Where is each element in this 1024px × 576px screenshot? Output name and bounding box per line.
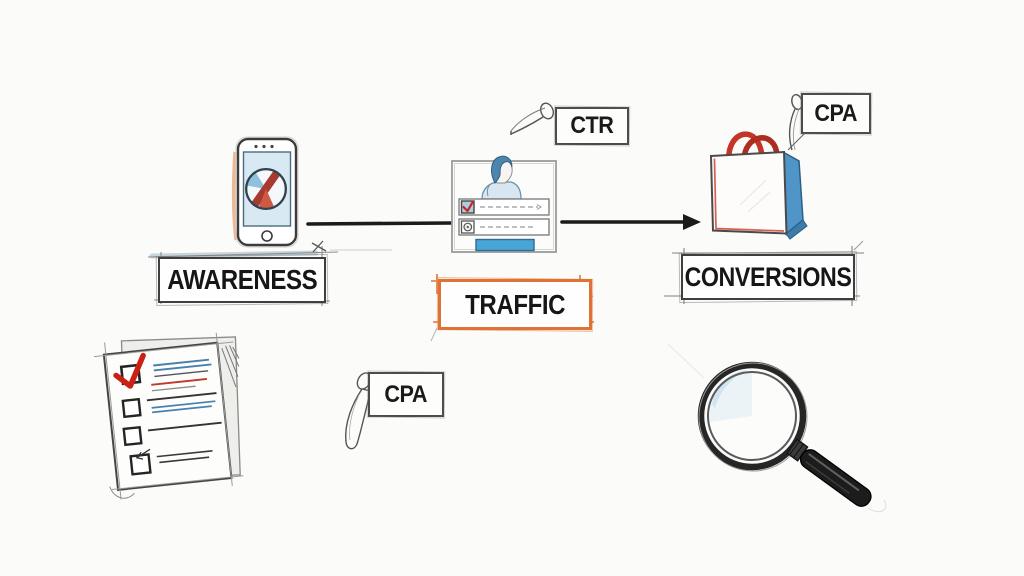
metric-tag-ctr: CTR (555, 107, 629, 145)
traffic-text: TRAFFIC (464, 288, 565, 320)
shopping-bag-icon (709, 131, 808, 240)
person-icon (481, 155, 522, 200)
conversions-text: CONVERSIONS (684, 261, 852, 292)
signup-form-icon (451, 155, 557, 253)
red-checkmark-icon (113, 352, 146, 389)
submit-button-icon (475, 238, 535, 252)
ctr-tag-string (510, 102, 555, 135)
awareness-text: AWARENESS (166, 264, 318, 295)
smartphone-icon (231, 136, 299, 248)
magnifying-glass-icon (667, 343, 887, 513)
metric-tag-cpa-bottom: CPA (368, 372, 444, 417)
cpa-bottom-text: CPA (384, 380, 428, 408)
checklist-icon (93, 332, 244, 500)
stage-label-awareness: AWARENESS (158, 257, 326, 303)
ctr-text: CTR (570, 112, 614, 139)
stage-label-conversions: CONVERSIONS (681, 254, 855, 300)
cpa-top-tag-string (787, 93, 808, 151)
flow-arrow-icon (306, 214, 701, 230)
cpa-top-text: CPA (814, 99, 858, 127)
magnifier-handle (786, 438, 872, 507)
stage-label-traffic: TRAFFIC (438, 279, 592, 330)
metric-tag-cpa-top: CPA (801, 93, 871, 134)
